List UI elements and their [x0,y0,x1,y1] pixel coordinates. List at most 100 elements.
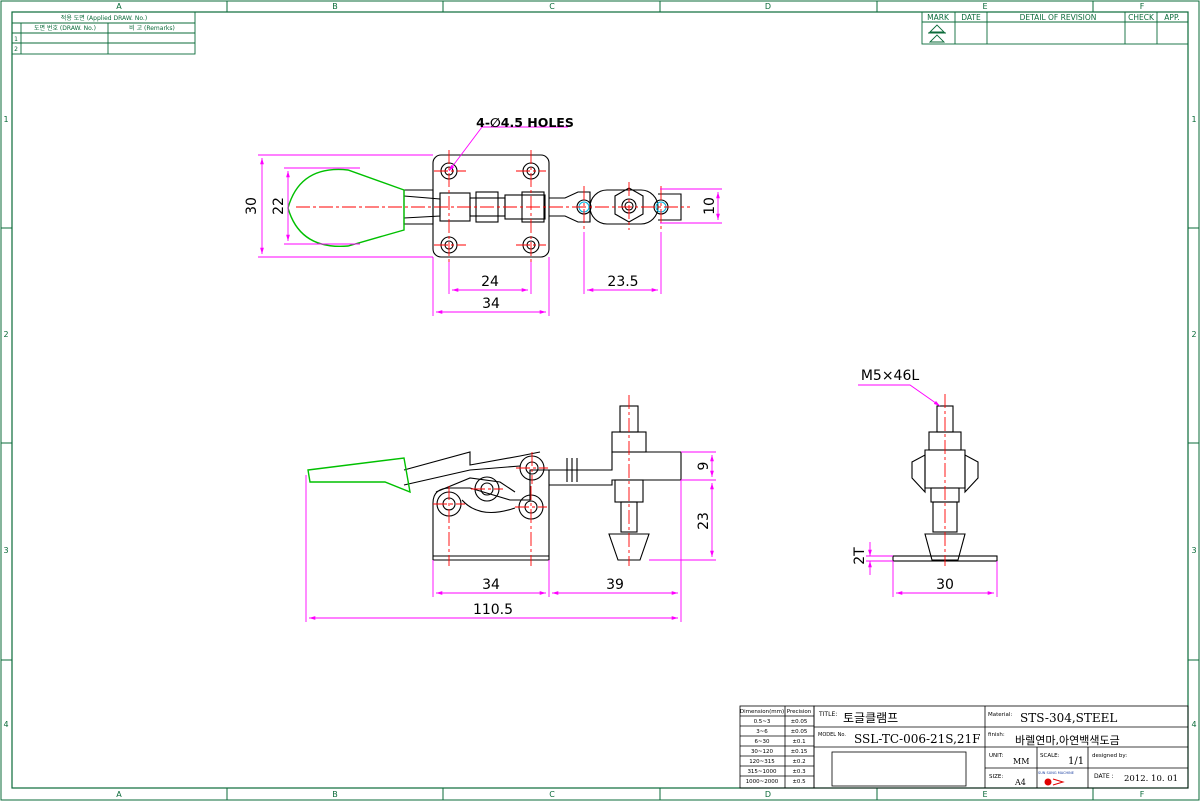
company-logo: SUN SUNG MACHINE [1038,771,1074,786]
precision-range: 1000~2000 [746,779,779,785]
zone-col-bottom: C [549,790,555,799]
precision-header-precision: Precision [787,709,812,715]
top-view-handle-grip [287,168,405,248]
precision-tolerance: ±0.05 [791,729,808,735]
front-view: 9 23 34 39 110.5 [305,395,716,622]
zone-col-bottom: E [982,790,987,799]
front-view-outline [403,405,682,561]
size-label: SIZE: [989,774,1003,780]
scale-label: SCALE: [1040,753,1060,759]
finish-value: 바렐연마,아연백색도금 [1015,734,1120,747]
revision-date-header: DATE [961,13,981,22]
revision-triangle-icon [928,24,946,33]
dim-24: 24 [481,274,499,290]
size-value: A4 [1014,778,1026,787]
revision-mark-header: MARK [927,13,950,22]
zone-col-top: A [116,2,122,11]
precision-range: 315~1000 [747,769,777,775]
dim-22: 22 [271,197,287,215]
dim-23: 23 [696,512,712,530]
dim-30-side: 30 [936,577,954,593]
unit-label: UNIT: [989,753,1004,759]
zone-col-bottom: D [765,790,771,799]
scale-value: 1/1 [1068,756,1084,767]
drawing-title: 토글클램프 [843,711,898,725]
front-view-centerlines [433,395,630,566]
logo-arrow-icon [1052,778,1065,786]
dim-23-5: 23.5 [607,274,638,290]
bolt-note: M5×46L [861,368,920,384]
zone-row-left: 1 [3,115,8,124]
precision-tolerance: ±0.1 [792,739,805,745]
dim-34: 34 [482,296,500,312]
dim-39: 39 [606,577,624,593]
top-view-outline [403,154,682,258]
applied-table-row-num: 1 [14,36,18,43]
applied-table-row-num: 2 [14,46,18,53]
zone-col-bottom: B [332,790,338,799]
zone-col-bottom: A [116,790,122,799]
precision-tolerance: ±0.05 [791,719,808,725]
zone-row-left: 3 [3,546,8,555]
precision-tolerance: ±0.3 [792,769,806,775]
dim-30: 30 [244,197,260,215]
zone-row-left: 2 [3,330,8,339]
top-view: 4-∅4.5 HOLES 30 22 10 24 34 23.5 [244,115,722,316]
model-number: SSL-TC-006-21S,21F [854,732,981,746]
dim-9: 9 [696,462,712,471]
zone-col-top: D [765,2,771,11]
applied-table-col-remarks: 비 고 (Remarks) [129,24,175,32]
zone-labels: A B C D E F A B C D E F 1 2 3 4 1 2 3 4 [3,2,1196,799]
precision-rows: 0.5~3±0.053~6±0.056~30±0.130~120±0.15120… [746,719,808,785]
precision-range: 120~315 [749,759,775,765]
designed-by-label: designed by: [1092,753,1127,759]
zone-col-top: E [982,2,987,11]
dim-10: 10 [702,197,718,215]
zone-row-right: 3 [1191,546,1196,555]
precision-range: 6~30 [754,739,770,745]
zone-row-right: 4 [1191,720,1196,729]
revision-detail-header: DETAIL OF REVISION [1020,13,1097,22]
precision-range: 30~120 [751,749,774,755]
zone-row-left: 4 [3,720,8,729]
finish-label: finish: [988,732,1005,738]
dim-2t: 2T [852,547,868,565]
revision-block: MARK DATE DETAIL OF REVISION CHECK APP. [921,11,1189,45]
zone-col-top: B [332,2,338,11]
title-block: TITLE: 토글클램프 MODEL No. SSL-TC-006-21S,21… [813,705,1189,789]
top-view-dimension-labels: 4-∅4.5 HOLES 30 22 10 24 34 23.5 [244,115,718,312]
front-view-dimensions [305,451,716,622]
model-label: MODEL No. [818,732,846,738]
precision-tolerance: ±0.15 [791,749,808,755]
front-view-dimension-labels: 9 23 34 39 110.5 [473,462,712,618]
material-value: STS-304,STEEL [1020,711,1117,725]
side-view: M5×46L 2T 30 [852,368,998,597]
company-logo-text: SUN SUNG MACHINE [1038,771,1074,775]
precision-range: 3~6 [756,729,768,735]
precision-tolerance: ±0.2 [792,759,805,765]
applied-drawing-table: 적용 도면 (Applied DRAW. No.) 도면 번호 (DRAW. N… [11,11,196,55]
precision-header-dimension: Dimension(mm) [740,709,784,715]
side-view-dimensions [858,384,998,597]
date-value: 2012. 10. 01 [1124,774,1178,784]
logo-circle-icon [1044,778,1052,786]
material-label: Material: [988,712,1012,718]
date-label: DATE : [1094,773,1114,780]
revision-triangle-icon [928,34,946,43]
revision-check-header: CHECK [1128,13,1155,22]
zone-row-right: 2 [1191,330,1196,339]
holes-note: 4-∅4.5 HOLES [476,115,574,130]
zone-col-top: C [549,2,555,11]
revision-app-header: APP. [1164,13,1179,22]
zone-col-bottom: F [1140,790,1145,799]
unit-value: MM [1013,757,1029,766]
front-view-handle-grip [307,457,411,494]
dim-34-front: 34 [482,577,500,593]
precision-tolerance: ±0.5 [792,779,806,785]
zone-col-top: F [1140,2,1145,11]
zone-row-right: 1 [1191,115,1196,124]
top-view-dimensions [258,126,722,316]
applied-table-col-drawno: 도면 번호 (DRAW. No.) [34,24,96,32]
